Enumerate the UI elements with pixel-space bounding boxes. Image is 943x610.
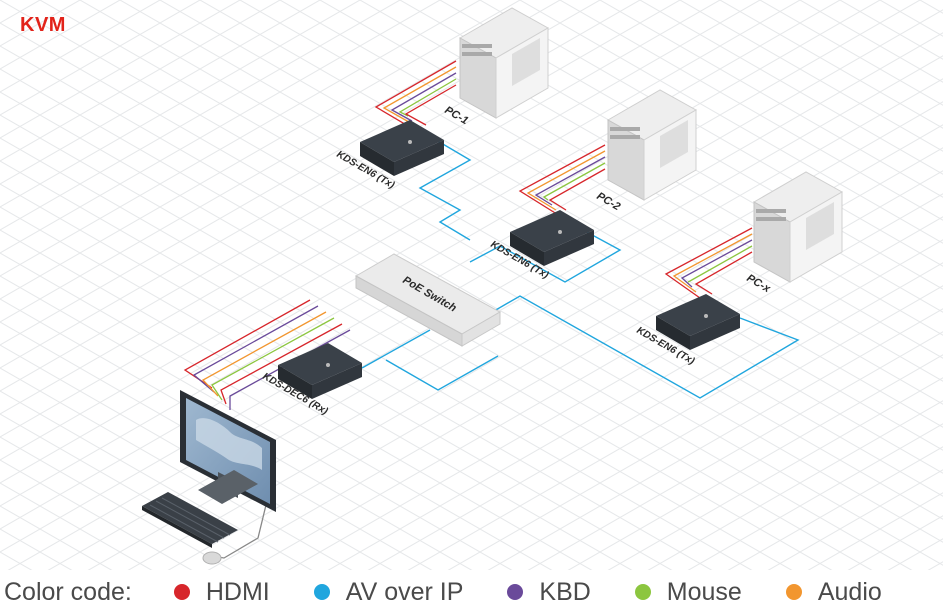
legend-item-audio: Audio <box>785 577 882 607</box>
legend-dot-av-over-ip <box>313 584 330 600</box>
page-title: KVM <box>20 14 66 36</box>
legend-text-kbd: KBD <box>539 577 591 606</box>
cables-pc2 <box>518 144 606 217</box>
legend-dot-kbd <box>507 584 524 600</box>
pc-tower-pc1 <box>458 7 550 119</box>
mouse <box>202 551 222 565</box>
keyboard <box>142 492 238 548</box>
legend-text-audio: Audio <box>817 577 882 606</box>
cables-pcx <box>664 227 753 299</box>
monitor <box>180 390 276 512</box>
poe-switch <box>354 253 502 347</box>
legend-item-hdmi: HDMI <box>173 577 270 607</box>
tx-box-2 <box>510 210 594 266</box>
av-over-ip-cables <box>361 139 800 399</box>
pc-tower-pc2 <box>606 89 698 201</box>
rx-box <box>278 343 362 399</box>
legend-dot-mouse <box>634 584 651 600</box>
tx-box-1 <box>360 120 444 176</box>
legend-text-av-over-ip: AV over IP <box>345 577 464 606</box>
legend-text-mouse: Mouse <box>666 577 742 606</box>
legend-item-mouse: Mouse <box>634 577 742 607</box>
legend-text-hdmi: HDMI <box>205 577 270 606</box>
pc-tower-pcx <box>752 171 844 283</box>
legend-dot-hdmi <box>173 584 190 600</box>
legend-dot-audio <box>785 584 802 600</box>
legend-item-av-over-ip: AV over IP <box>313 577 464 607</box>
tx-box-3 <box>656 294 740 350</box>
legend-label: Color code: <box>4 577 132 606</box>
legend-item-kbd: KBD <box>507 577 591 607</box>
color-legend: Color code: HDMI AV over IP KBD Mouse Au… <box>4 575 943 609</box>
